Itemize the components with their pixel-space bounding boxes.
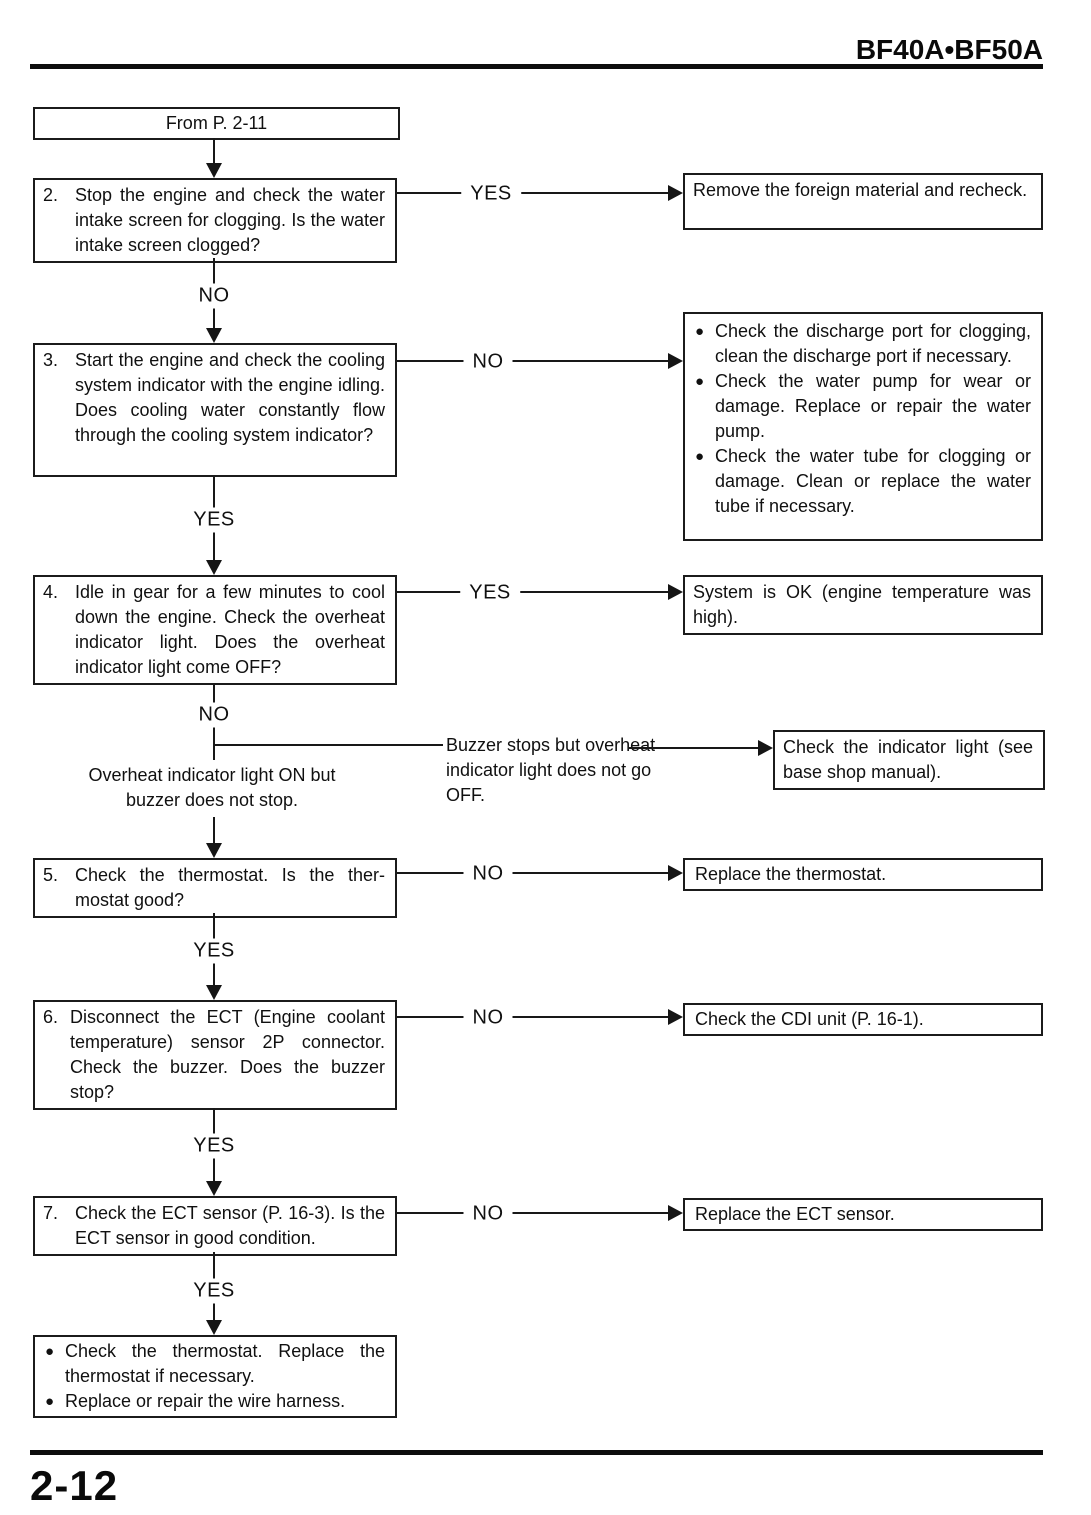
connector-branch-step5-line (213, 817, 215, 844)
final-action-box: ● Check the thermostat. Replace the ther… (33, 1335, 397, 1418)
arrow-down-icon (206, 843, 222, 858)
result-box-system-ok: System is OK (engine temperature was hig… (683, 575, 1043, 635)
result-box-remove-material: Remove the foreign material and recheck. (683, 173, 1043, 230)
step-number: 3. (43, 350, 59, 370)
branch-label-no: NO (463, 1201, 513, 1227)
result-text: Check the indicator light (see base shop… (783, 737, 1033, 782)
final-action-text: Replace or repair the wire harness. (65, 1391, 346, 1411)
step-text: Check the ECT sensor (P. 16-3). Is the E… (75, 1203, 385, 1248)
step-number: 7. (43, 1203, 59, 1223)
step-number: 2. (43, 185, 59, 205)
branch-label-yes: YES (460, 580, 520, 606)
step-text: Disconnect the ECT (Engine coolant tempe… (70, 1007, 385, 1102)
arrow-right-icon (668, 185, 683, 201)
header-rule (30, 64, 1043, 69)
result-box-check-pump: ● Check the discharge port for clog­ging… (683, 312, 1043, 541)
bullet-icon: ● (695, 373, 705, 390)
bullet-icon: ● (695, 323, 705, 340)
arrow-down-icon (206, 1320, 222, 1335)
step-box-5: 5. Check the thermostat. Is the ther­mos… (33, 858, 397, 918)
result-text: Check the discharge port for clog­ging, … (715, 321, 1031, 366)
step-box-2: 2. Stop the engine and check the water i… (33, 178, 397, 263)
result-box-indicator-light: Check the indicator light (see base shop… (773, 730, 1045, 790)
result-box-check-cdi: Check the CDI unit (P. 16-1). (683, 1003, 1043, 1036)
list-item: ● Check the thermostat. Replace the ther… (43, 1339, 385, 1389)
page-number: 2-12 (30, 1462, 119, 1509)
branch-condition-right: Buzzer stops but overheat indicator ligh… (446, 735, 656, 805)
result-box-replace-thermostat: Replace the thermostat. (683, 858, 1043, 891)
result-text: Remove the foreign material and recheck. (693, 180, 1028, 200)
branch-label-yes: YES (184, 507, 244, 533)
result-text: Check the CDI unit (P. 16-1). (695, 1009, 924, 1029)
arrow-right-icon (668, 584, 683, 600)
branch-label-no: NO (189, 702, 239, 728)
branch-label-no: NO (463, 1005, 513, 1031)
final-action-text: Check the thermostat. Replace the thermo… (65, 1341, 385, 1386)
arrow-down-icon (206, 328, 222, 343)
result-text: Replace the thermostat. (695, 864, 887, 884)
list-item: ● Check the water tube for clogging or d… (693, 444, 1031, 519)
arrow-right-icon (668, 1009, 683, 1025)
step-box-4: 4. Idle in gear for a few minutes to coo… (33, 575, 397, 685)
connector-step2-yes-line (397, 192, 669, 194)
footer-rule (30, 1450, 1043, 1455)
step-box-3: 3. Start the engine and check the coolin… (33, 343, 397, 477)
connector-step3-no-line (397, 360, 669, 362)
step-text: Check the thermostat. Is the ther­mostat… (75, 865, 385, 910)
step-text: Start the engine and check the cooling s… (75, 350, 385, 445)
connector-branch-result-line (629, 747, 758, 749)
result-text: Check the water tube for clogging or dam… (715, 446, 1031, 516)
step-box-7: 7. Check the ECT sensor (P. 16-3). Is th… (33, 1196, 397, 1256)
connector-start-step2-line (213, 138, 215, 166)
branch-condition-left: Overheat indicator light ON but buzzer d… (88, 765, 336, 810)
result-text: Replace the ECT sensor. (695, 1204, 895, 1224)
bullet-icon: ● (45, 1343, 55, 1360)
arrow-down-icon (206, 560, 222, 575)
arrow-right-icon (668, 1205, 683, 1221)
step-text: Stop the engine and check the water inta… (75, 185, 385, 255)
branch-label-yes: YES (461, 181, 521, 207)
branch-label-yes: YES (184, 1278, 244, 1304)
step-number: 5. (43, 865, 59, 885)
connector-step5-no-line (397, 872, 669, 874)
result-box-replace-ect: Replace the ECT sensor. (683, 1198, 1043, 1231)
connector-step7-no-line (395, 1212, 669, 1214)
arrow-right-icon (668, 353, 683, 369)
step-number: 6. (43, 1007, 59, 1027)
arrow-down-icon (206, 163, 222, 178)
branch-label-no: NO (463, 349, 513, 375)
branch-label-yes: YES (184, 1133, 244, 1159)
flow-start-box: From P. 2-11 (33, 107, 400, 140)
step-text: Idle in gear for a few minutes to cool d… (75, 582, 385, 677)
branch-label-yes: YES (184, 938, 244, 964)
branch-split-line (214, 744, 443, 746)
page-title: BF40A•BF50A (855, 34, 1043, 65)
arrow-down-icon (206, 1181, 222, 1196)
branch-label-no: NO (189, 283, 239, 309)
connector-step4-yes-line (397, 591, 669, 593)
bullet-icon: ● (695, 448, 705, 465)
branch-label-no: NO (463, 861, 513, 887)
list-item: ● Check the discharge port for clog­ging… (693, 319, 1031, 369)
result-text: System is OK (engine temperature was hig… (693, 582, 1031, 627)
step-number: 4. (43, 582, 59, 602)
list-item: ● Replace or repair the wire harness. (43, 1389, 385, 1414)
arrow-right-icon (668, 865, 683, 881)
arrow-right-icon (758, 740, 773, 756)
list-item: ● Check the water pump for wear or damag… (693, 369, 1031, 444)
connector-step6-no-line (397, 1016, 669, 1018)
bullet-icon: ● (45, 1393, 55, 1410)
step-box-6: 6. Disconnect the ECT (Engine coolant te… (33, 1000, 397, 1110)
flow-start-label: From P. 2-11 (165, 113, 268, 133)
result-text: Check the water pump for wear or damage.… (715, 371, 1031, 441)
arrow-down-icon (206, 985, 222, 1000)
